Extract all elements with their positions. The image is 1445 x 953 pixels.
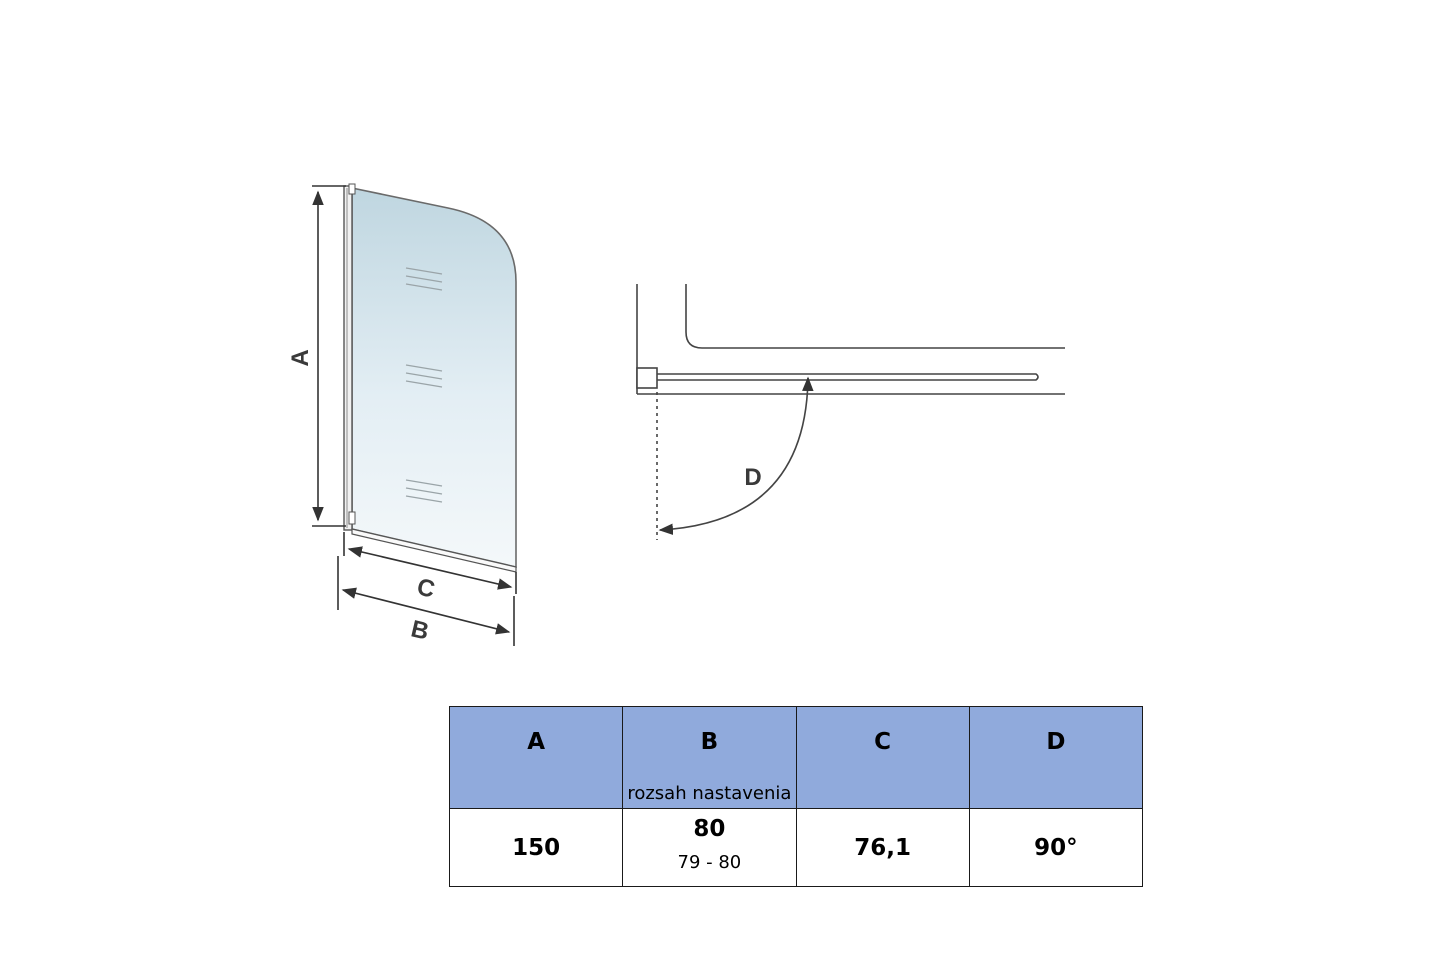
table-header-row: A B rozsah nastavenia C D: [448, 706, 1144, 809]
bathtub-rim: [685, 284, 1065, 349]
cell-c: 76,1: [795, 808, 970, 887]
cell-d: 90°: [968, 808, 1144, 887]
label-c: C: [414, 573, 437, 603]
cell-b: 80 79 - 80: [622, 808, 797, 887]
cell-b-range: 79 - 80: [677, 852, 742, 873]
header-c: C: [795, 706, 970, 809]
swing-arc: [658, 376, 814, 536]
header-b-subtitle: rozsah nastavenia: [627, 783, 792, 804]
header-a: A: [448, 706, 624, 809]
hinge-block: [636, 367, 658, 389]
dimension-a: [312, 185, 346, 527]
front-view: A C B: [287, 183, 517, 646]
header-d: D: [968, 706, 1144, 809]
glass-plan: [657, 373, 1039, 381]
dimension-table: A B rozsah nastavenia C D 150 80 79 - 80…: [448, 706, 1144, 887]
cell-a: 150: [448, 808, 624, 887]
hinge-profile: [343, 185, 353, 531]
top-view: [636, 284, 1065, 540]
decor-lines: [405, 267, 443, 503]
header-b: B rozsah nastavenia: [622, 706, 797, 809]
dimension-c: [343, 532, 517, 594]
label-a: A: [287, 349, 314, 366]
dimension-b: [337, 556, 515, 646]
shower-screen-diagram: A C B D: [287, 183, 1065, 646]
label-b: B: [408, 615, 431, 645]
table-row: 150 80 79 - 80 76,1 90°: [448, 808, 1144, 887]
label-d: D: [744, 464, 761, 491]
